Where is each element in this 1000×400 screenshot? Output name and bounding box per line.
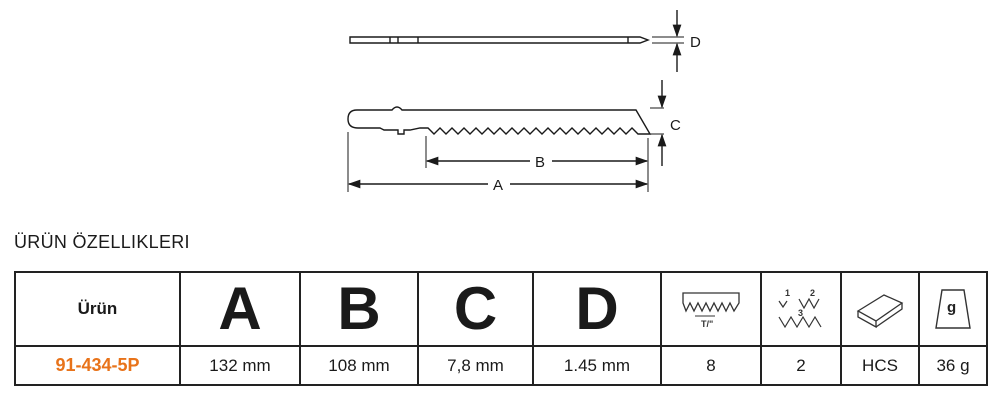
header-tpi: T/" [660, 271, 762, 347]
cell-d: 1.45 mm [532, 345, 662, 386]
blade-technical-drawing: D C B A [347, 10, 701, 194]
svg-text:1: 1 [785, 288, 790, 298]
dim-label-c: C [670, 117, 681, 134]
tooth-pitch-icon: T/" [682, 292, 740, 329]
header-d: D [532, 271, 662, 347]
header-tooth-set: 1 2 3 [760, 271, 842, 347]
blade-edge-view [349, 10, 684, 72]
header-weight: g [918, 271, 988, 347]
svg-text:2: 2 [810, 288, 815, 298]
header-material [840, 271, 920, 347]
cell-c: 7,8 mm [417, 345, 534, 386]
product-spec-table: Ürün A B C D T/" 1 2 3 [14, 271, 988, 386]
svg-text:3: 3 [798, 308, 803, 318]
svg-text:g: g [947, 299, 956, 316]
material-bar-icon [856, 294, 904, 329]
weight-icon: g [935, 289, 971, 329]
cell-material: HCS [840, 345, 920, 386]
dim-label-a: A [493, 177, 503, 194]
svg-text:T/": T/" [701, 319, 713, 329]
dim-label-d: D [690, 34, 701, 51]
table-header-row: Ürün A B C D T/" 1 2 3 [14, 271, 988, 347]
tooth-set-icon: 1 2 3 [778, 288, 822, 329]
cell-b: 108 mm [299, 345, 419, 386]
cell-a: 132 mm [179, 345, 301, 386]
table-row: 91-434-5P 132 mm 108 mm 7,8 mm 1.45 mm 8… [14, 345, 988, 386]
header-b: B [299, 271, 419, 347]
header-a: A [179, 271, 301, 347]
cell-tooth-set: 2 [760, 345, 842, 386]
section-title: ÜRÜN ÖZELLIKLERI [14, 232, 190, 252]
cell-weight: 36 g [918, 345, 988, 386]
dim-label-b: B [535, 154, 545, 171]
header-c: C [417, 271, 534, 347]
cell-tpi: 8 [660, 345, 762, 386]
header-product: Ürün [14, 271, 181, 347]
blade-side-view [347, 80, 667, 192]
cell-product-code[interactable]: 91-434-5P [14, 345, 181, 386]
